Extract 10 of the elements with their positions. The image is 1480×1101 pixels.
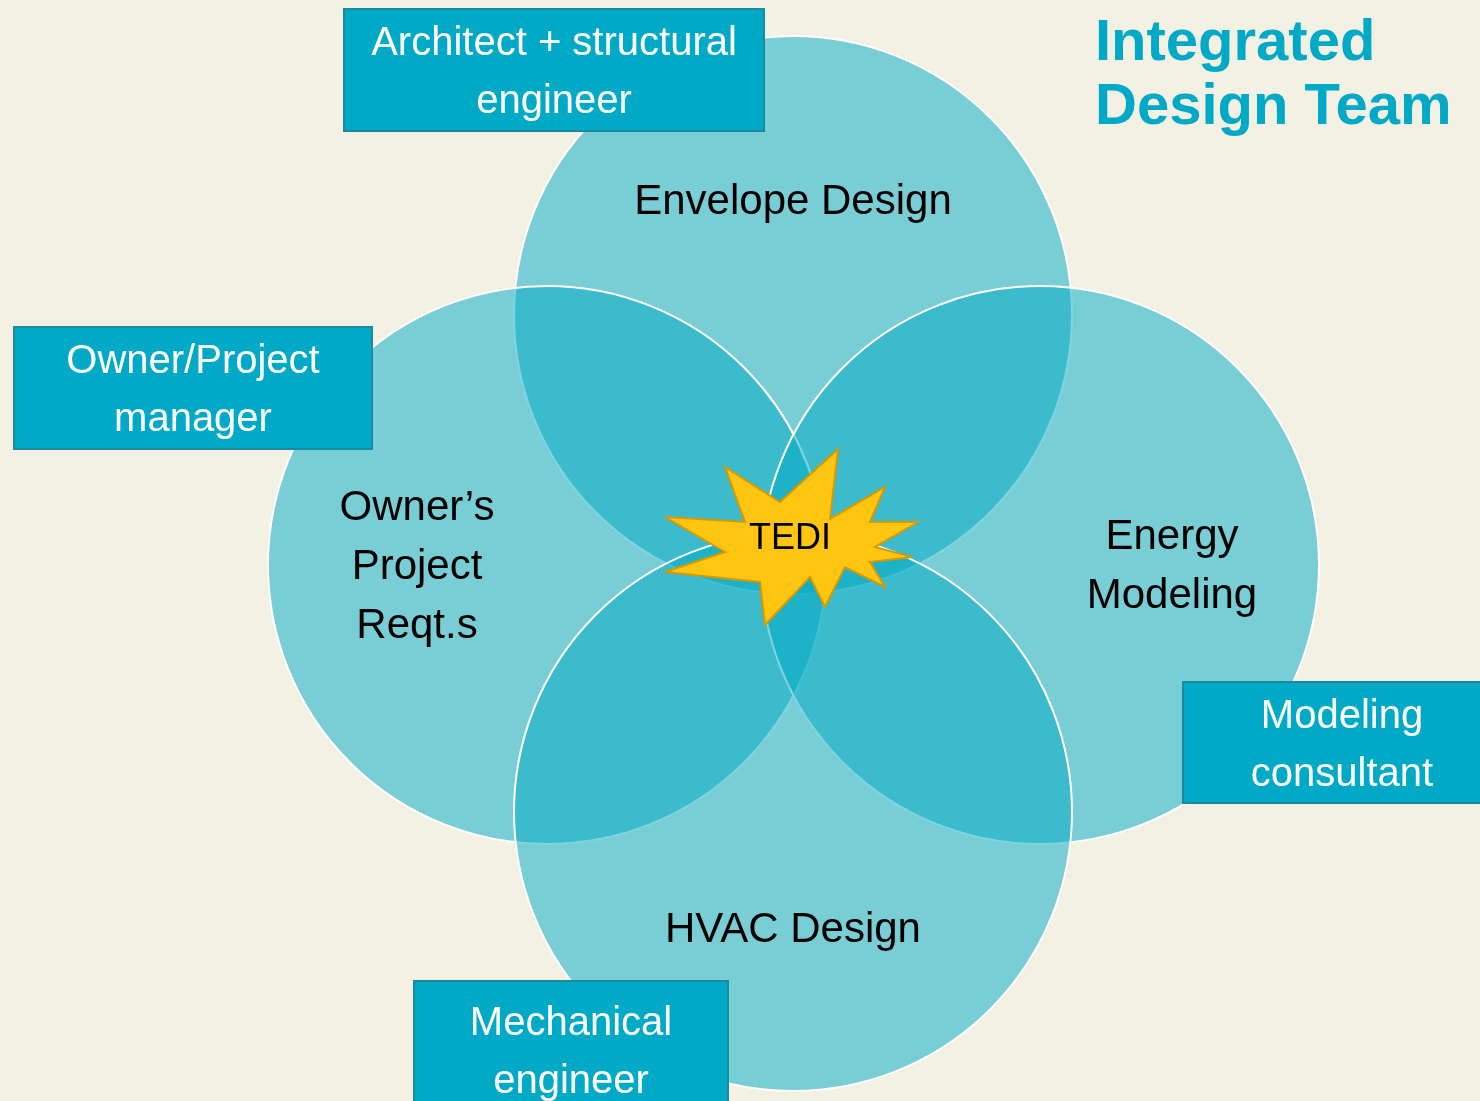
title: Integrated Design Team: [1095, 8, 1453, 136]
circle-label: Energy Modeling: [1085, 510, 1259, 619]
role-label-box: Owner/Project manager: [13, 326, 373, 450]
role-label-box: Architect + structural engineer: [343, 8, 765, 132]
circle-label: Envelope Design: [633, 174, 953, 225]
circle-label: HVAC Design: [664, 902, 922, 953]
role-label-box: Modeling consultant: [1182, 681, 1480, 804]
star-label: TEDI: [749, 516, 831, 558]
role-label-box: Mechanical engineer: [413, 980, 729, 1101]
circle-label: Owner’s Project Reqt.s: [338, 480, 496, 649]
